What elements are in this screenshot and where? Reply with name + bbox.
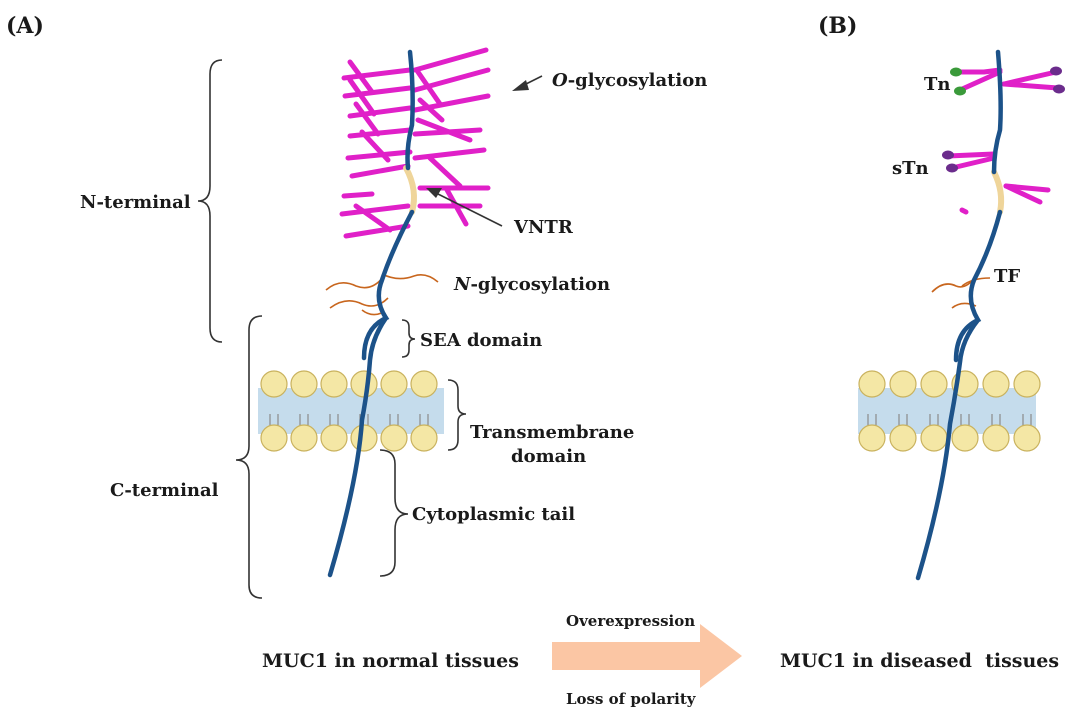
muc1-protein-a <box>327 49 415 578</box>
lipid-head <box>260 424 288 452</box>
bracket-sea-domain <box>401 319 416 358</box>
lipid-head <box>951 424 979 452</box>
lipid-head <box>260 370 288 398</box>
lipid-head <box>1013 424 1041 452</box>
lipid-head <box>858 424 886 452</box>
lipid-head <box>889 424 917 452</box>
vntr-label: VNTR <box>513 217 574 238</box>
lipid-head <box>350 370 378 398</box>
n-glycosylation-label: N-glycosylation <box>453 274 610 295</box>
tf-glycans-b <box>931 275 991 309</box>
o-glycosylation-pointer <box>512 75 543 91</box>
muc1-protein-b <box>915 49 1003 581</box>
bracket-n-terminal <box>197 59 223 343</box>
stn-caps <box>942 66 1065 173</box>
lipid-bilayer-b <box>858 370 1041 452</box>
lipid-head <box>350 424 378 452</box>
lipid-head <box>290 424 318 452</box>
tn-caps <box>950 67 966 96</box>
overexpression-label: Overexpression <box>566 612 695 630</box>
lipid-bilayer-a <box>258 370 444 452</box>
o-glycan-chains-a <box>339 47 491 239</box>
lipid-head <box>1013 370 1041 398</box>
bracket-c-terminal <box>235 315 263 599</box>
vntr-segment-a <box>403 165 417 215</box>
c-terminal-label: C-terminal <box>110 480 219 501</box>
lipid-head <box>380 370 408 398</box>
n-terminal-label: N-terminal <box>80 192 191 213</box>
lipid-head <box>380 424 408 452</box>
loss-of-polarity-label: Loss of polarity <box>566 690 697 708</box>
panel-a-label: (A) <box>6 13 44 39</box>
bracket-transmembrane <box>447 379 467 451</box>
transmembrane-label-line1: Transmembrane <box>470 422 634 443</box>
truncated-glycans-b <box>945 67 1061 215</box>
lipid-head <box>920 424 948 452</box>
lipid-head <box>410 370 438 398</box>
lipid-head <box>920 370 948 398</box>
caption-normal: MUC1 in normal tissues <box>262 650 519 672</box>
lipid-head <box>858 370 886 398</box>
vntr-segment-b <box>991 169 1005 215</box>
bracket-cytoplasmic <box>379 449 409 577</box>
stn-label: sTn <box>892 158 929 179</box>
lipid-head <box>320 424 348 452</box>
o-glycosylation-label: O-glycosylation <box>552 70 707 91</box>
vntr-pointer <box>426 188 503 227</box>
lipid-head <box>982 424 1010 452</box>
panel-b-label: (B) <box>818 13 857 39</box>
tf-label: TF <box>994 266 1020 287</box>
transmembrane-label-line2: domain <box>511 446 586 467</box>
sea-domain-label: SEA domain <box>420 330 542 351</box>
lipid-head <box>982 370 1010 398</box>
lipid-head <box>290 370 318 398</box>
tn-label: Tn <box>924 74 950 95</box>
lipid-head <box>410 424 438 452</box>
cytoplasmic-tail-label: Cytoplasmic tail <box>412 504 575 525</box>
transition-arrow <box>552 624 742 688</box>
lipid-head <box>889 370 917 398</box>
caption-diseased: MUC1 in diseased tissues <box>780 650 1059 672</box>
lipid-head <box>320 370 348 398</box>
